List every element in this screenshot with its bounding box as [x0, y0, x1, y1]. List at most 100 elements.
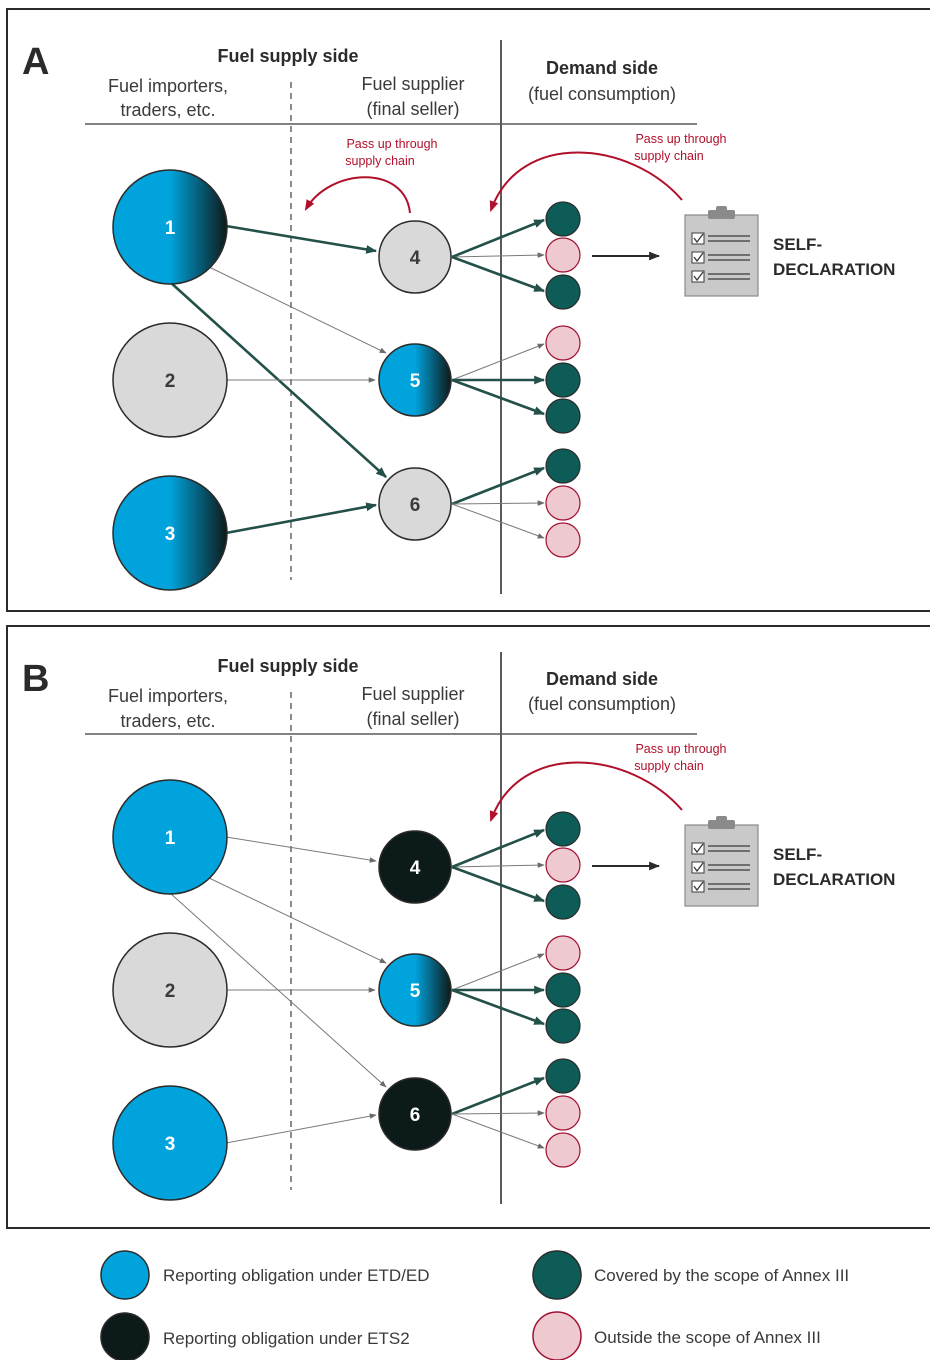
consumer-covered: [545, 274, 581, 310]
panel-a-letter: A: [22, 41, 49, 83]
clipboard-icon: [684, 206, 759, 297]
panel-a-frame: [6, 8, 930, 612]
edge-4-c2: [451, 252, 545, 258]
node-5: 5: [378, 953, 452, 1027]
node-2: 2: [112, 932, 228, 1048]
edge-4-c3: [451, 865, 546, 903]
consumer-covered: [545, 811, 581, 847]
self-declaration-line-2: DECLARATION: [773, 870, 895, 889]
edge-1-5: [206, 265, 387, 354]
edge-6-c9: [451, 1113, 545, 1149]
legend-item-ets2: Reporting obligation under ETS2: [100, 1312, 410, 1360]
consumer-outside: [545, 1132, 581, 1168]
panel-b-letter: B: [22, 658, 49, 700]
supplier-heading-line-2: (final seller): [366, 99, 459, 119]
pass-up-note-line-1: Pass up through: [635, 742, 726, 756]
consumer-outside: [545, 485, 581, 521]
self-declaration-line-1: SELF-: [773, 845, 822, 864]
fuel-consumption-subheading: (fuel consumption): [528, 84, 676, 104]
node-6: 6: [378, 1077, 452, 1151]
supplier-heading-line-1: Fuel supplier: [361, 684, 464, 704]
node-2: 2: [112, 322, 228, 438]
edge-6-c8: [451, 500, 545, 506]
edge-3-6: [225, 1113, 377, 1144]
consumer-outside: [545, 237, 581, 273]
self-declaration-line-1: SELF-: [773, 235, 822, 254]
edge-6-c7: [451, 1076, 546, 1116]
pass-up-note-2-line-2: supply chain: [634, 149, 704, 163]
pass-up-note-line-2: supply chain: [634, 759, 704, 773]
legend: Reporting obligation under ETD/ED Covere…: [100, 1250, 849, 1360]
edge-5-c6: [451, 378, 546, 416]
edge-6-c7: [451, 466, 546, 506]
pass-up-note-2-line-1: Pass up through: [635, 132, 726, 146]
panel-b: B Fuel supply side Fuel importers, trade…: [6, 625, 930, 1229]
svg-text:1: 1: [165, 218, 176, 239]
legend-swatch-pink: [532, 1311, 582, 1360]
legend-label: Outside the scope of Annex III: [594, 1328, 821, 1347]
svg-text:2: 2: [165, 371, 176, 392]
supplier-heading-line-1: Fuel supplier: [361, 74, 464, 94]
node-1: 1: [112, 169, 228, 285]
pass-up-note-1-line-1: Pass up through: [346, 137, 437, 151]
svg-text:5: 5: [410, 981, 421, 1002]
edge-6-c9: [451, 503, 545, 539]
legend-item-covered: Covered by the scope of Annex III: [532, 1250, 849, 1300]
node-5: 5: [378, 343, 452, 417]
node-3: 3: [112, 1085, 228, 1201]
svg-text:4: 4: [410, 858, 421, 879]
legend-item-outside: Outside the scope of Annex III: [532, 1311, 821, 1360]
legend-swatch-blue: [100, 1250, 150, 1300]
importers-heading-line-1: Fuel importers,: [108, 76, 228, 96]
edge-4-c1: [451, 218, 546, 259]
svg-text:6: 6: [410, 495, 421, 516]
legend-item-etd-ed: Reporting obligation under ETD/ED: [100, 1250, 429, 1300]
consumer-covered: [545, 884, 581, 920]
consumer-covered: [545, 1058, 581, 1094]
importers-heading-line-2: traders, etc.: [120, 711, 215, 731]
panel-a: A Fuel supply side Fuel importers, trade…: [6, 8, 930, 612]
node-4: 4: [378, 830, 452, 904]
consumer-covered: [545, 1008, 581, 1044]
supplier-heading-line-2: (final seller): [366, 709, 459, 729]
legend-label: Reporting obligation under ETD/ED: [163, 1266, 429, 1285]
svg-text:3: 3: [165, 1134, 176, 1155]
consumer-outside: [545, 935, 581, 971]
legend-label: Covered by the scope of Annex III: [594, 1266, 849, 1285]
fuel-consumption-subheading: (fuel consumption): [528, 694, 676, 714]
svg-text:3: 3: [165, 524, 176, 545]
edge-3-6: [225, 502, 378, 535]
consumer-outside: [545, 325, 581, 361]
edge-5-c4: [451, 343, 545, 381]
edge-1-5: [206, 876, 387, 964]
fuel-supply-side-heading: Fuel supply side: [217, 656, 358, 676]
consumer-covered: [545, 362, 581, 398]
panel-b-frame: [6, 625, 930, 1229]
legend-swatch-teal: [532, 1250, 582, 1300]
edge-1-4: [225, 836, 377, 863]
self-declaration-line-2: DECLARATION: [773, 260, 895, 279]
edge-4-c1: [451, 828, 546, 869]
pass-up-arrow: [489, 761, 683, 823]
consumer-covered: [545, 972, 581, 1008]
edge-5-c6: [451, 988, 546, 1026]
edge-6-c8: [451, 1110, 545, 1116]
node-1: 1: [112, 779, 228, 895]
fuel-supply-side-heading: Fuel supply side: [217, 46, 358, 66]
pass-up-arrow-1: [304, 176, 411, 214]
edge-5-c4: [451, 953, 545, 991]
edge-1-4: [225, 224, 378, 254]
svg-text:6: 6: [410, 1105, 421, 1126]
clipboard-icon: [684, 816, 759, 907]
svg-text:1: 1: [165, 828, 176, 849]
node-6: 6: [378, 467, 452, 541]
svg-text:5: 5: [410, 371, 421, 392]
demand-side-heading: Demand side: [546, 58, 658, 78]
consumer-outside: [545, 847, 581, 883]
pass-up-note-1-line-2: supply chain: [345, 154, 415, 168]
demand-side-heading: Demand side: [546, 669, 658, 689]
consumer-outside: [545, 522, 581, 558]
consumer-covered: [545, 201, 581, 237]
edge-4-c3: [451, 255, 546, 293]
